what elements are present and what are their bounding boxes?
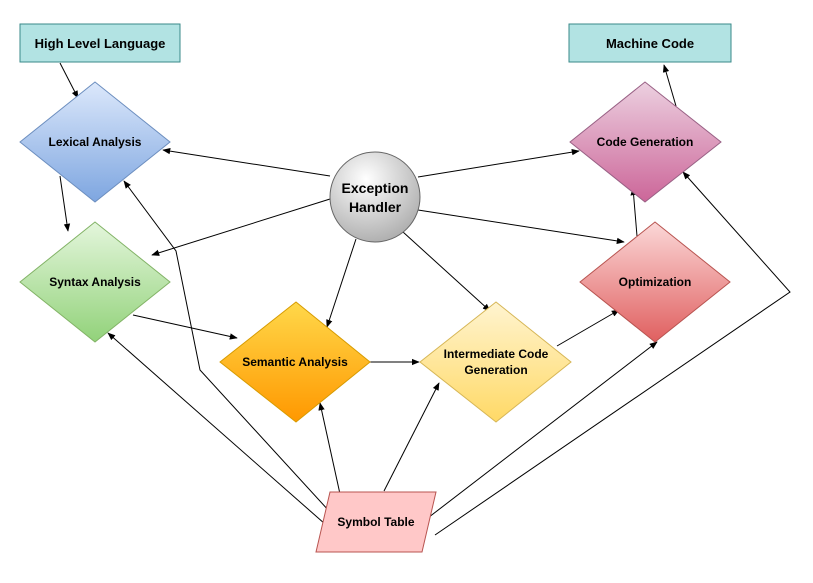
syntax-analysis-label: Syntax Analysis (49, 275, 141, 289)
edges (59, 62, 791, 536)
intermediate-code-label-line1: Intermediate Code (444, 347, 549, 361)
edge-symbol-to-syntax (107, 332, 326, 525)
node-optimization: Optimization (579, 221, 731, 343)
edge-exception-to-lexical (162, 147, 331, 177)
edge-hll-to-lexical (59, 62, 79, 99)
exception-handler-label-line1: Exception (342, 180, 409, 196)
node-symbol-table: Symbol Table (315, 491, 437, 553)
optimization-label: Optimization (619, 275, 692, 289)
code-generation-label: Code Generation (597, 135, 694, 149)
edge-codegen-to-machine (662, 64, 677, 107)
node-lexical-analysis: Lexical Analysis (19, 81, 171, 203)
edge-syntax-to-semantic (132, 314, 238, 340)
high-level-language-label: High Level Language (35, 36, 166, 51)
edge-exception-to-syntax (151, 198, 331, 256)
intermediate-code-label-line2: Generation (464, 363, 527, 377)
edge-symbol-to-optimization (419, 341, 658, 525)
node-syntax-analysis: Syntax Analysis (19, 221, 171, 343)
edge-exception-to-semantic (326, 238, 357, 328)
node-exception-handler: Exception Handler (329, 151, 421, 243)
node-intermediate-code-generation: Intermediate Code Generation (419, 301, 572, 423)
edge-symbol-to-intermediate (383, 382, 440, 492)
exception-handler-label-line2: Handler (349, 199, 402, 215)
lexical-analysis-label: Lexical Analysis (49, 135, 142, 149)
edge-symbol-to-codegen (434, 171, 791, 536)
node-semantic-analysis: Semantic Analysis (219, 301, 371, 423)
semantic-analysis-label: Semantic Analysis (242, 355, 348, 369)
edge-lexical-to-syntax (59, 175, 71, 232)
node-code-generation: Code Generation (569, 81, 722, 203)
node-high-level-language: High Level Language (19, 23, 181, 63)
symbol-table-label: Symbol Table (337, 515, 414, 529)
edge-exception-to-intermediate (402, 231, 491, 312)
edge-intermediate-to-optimization (556, 309, 620, 347)
edge-exception-to-codegen (417, 148, 580, 178)
node-machine-code: Machine Code (568, 23, 732, 63)
edge-optimization-to-codegen (630, 187, 638, 237)
edge-exception-to-optimization (417, 209, 625, 245)
edge-symbol-to-lexical (123, 180, 331, 513)
machine-code-label: Machine Code (606, 36, 694, 51)
edge-symbol-to-semantic (318, 402, 341, 495)
